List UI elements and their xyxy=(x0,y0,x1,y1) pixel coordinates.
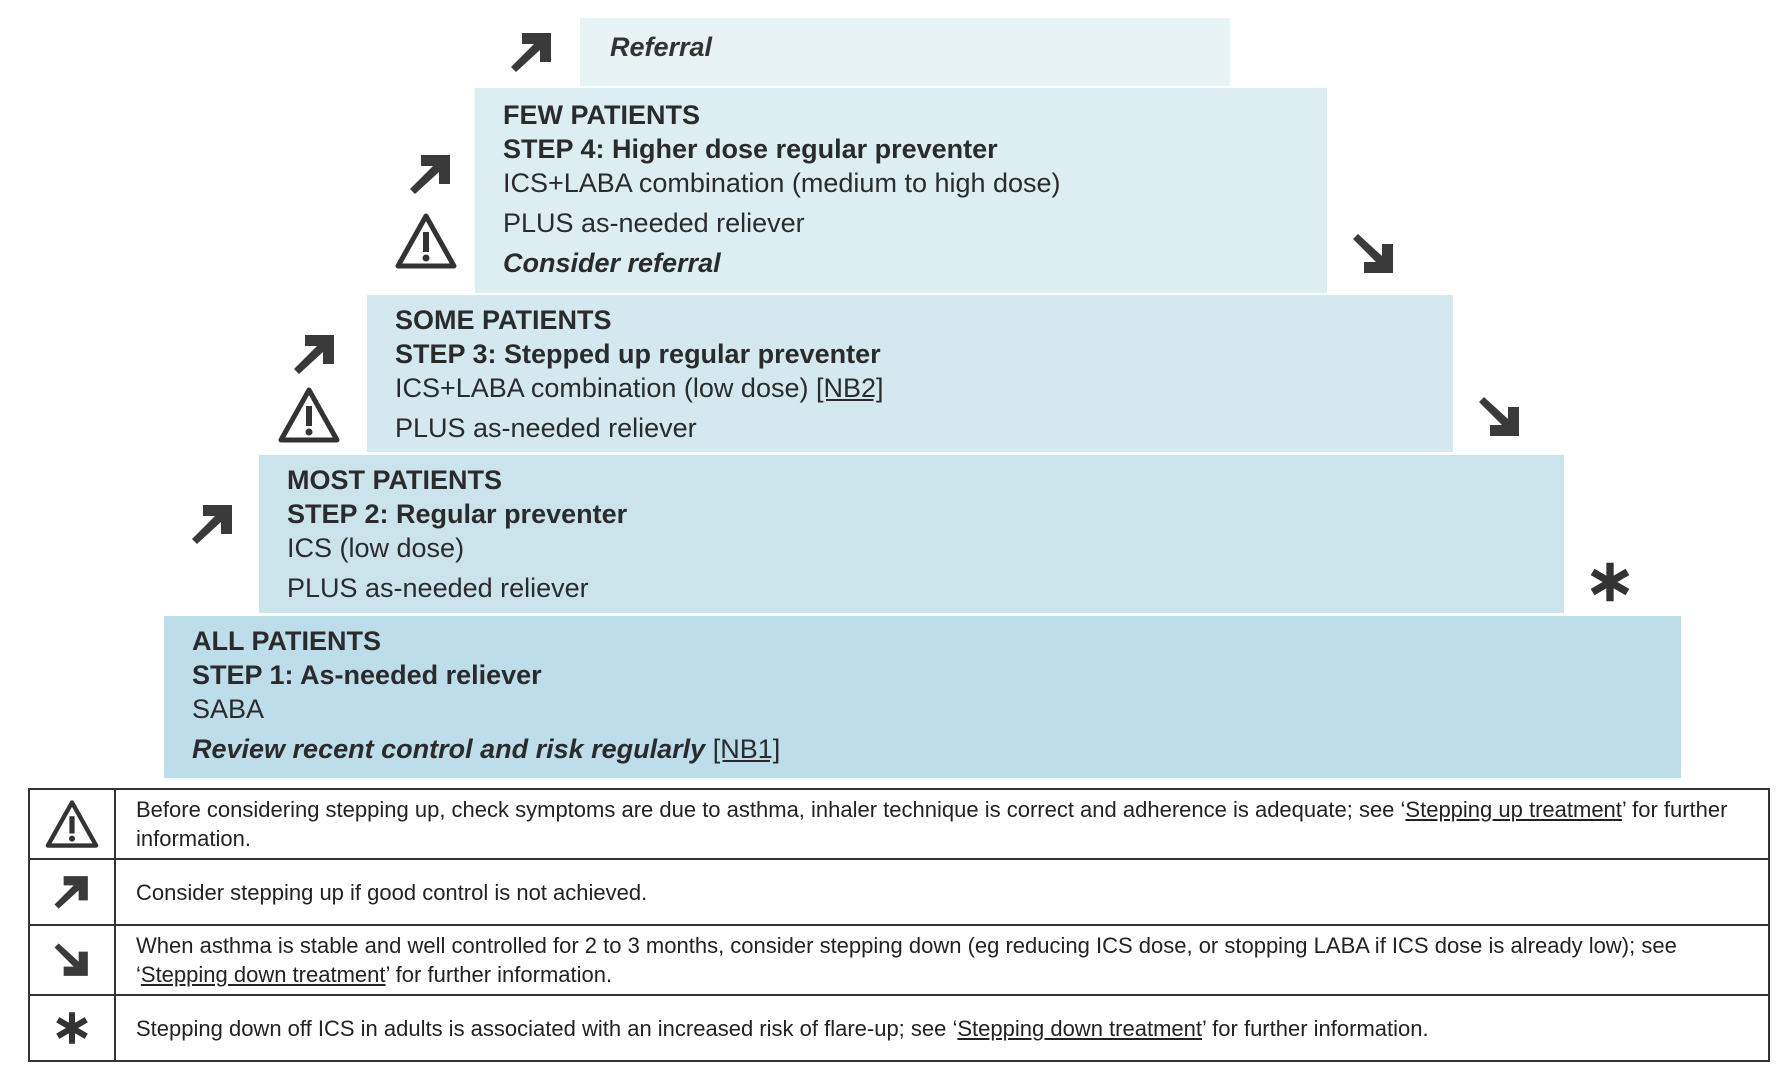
step-1-line-1: SABA xyxy=(192,694,265,724)
legend-text-step-up: Consider stepping up if good control is … xyxy=(114,858,1770,926)
stepping-down-treatment-link[interactable]: Stepping down treatment xyxy=(140,962,386,987)
legend-symbol-cell xyxy=(28,994,116,1062)
arrow-down-right-icon xyxy=(1350,230,1398,278)
stepping-down-treatment-link[interactable]: Stepping down treatment xyxy=(957,1015,1202,1041)
step-4-line-1: ICS+LABA combination (medium to high dos… xyxy=(503,168,1061,198)
arrow-down-right-icon xyxy=(52,940,92,980)
step-3-block: SOME PATIENTS STEP 3: Stepped up regular… xyxy=(367,295,1453,452)
legend-symbol-cell xyxy=(28,788,116,860)
legend-asterisk-before: Stepping down off ICS in adults is assoc… xyxy=(136,1015,958,1041)
warning-triangle-icon xyxy=(277,386,341,444)
nb2-link[interactable]: [NB2] xyxy=(815,373,884,403)
arrow-up-right-icon xyxy=(189,500,237,548)
legend-step-down-before: When asthma is stable and well controlle… xyxy=(136,933,1677,987)
step-1-block: ALL PATIENTS STEP 1: As-needed reliever … xyxy=(164,616,1681,778)
step-3-line-1: ICS+LABA combination (low dose) [NB2] xyxy=(395,371,1433,405)
step-2-title: STEP 2: Regular preventer xyxy=(287,499,628,529)
asterisk-icon xyxy=(1588,560,1632,604)
warning-triangle-icon xyxy=(44,799,100,849)
step-2-block: MOST PATIENTS STEP 2: Regular preventer … xyxy=(259,455,1564,613)
step-1-note: Review recent control and risk regularly… xyxy=(192,732,1661,766)
referral-label: Referral xyxy=(610,32,713,62)
step-4-audience: FEW PATIENTS xyxy=(503,100,700,130)
asterisk-icon xyxy=(54,1010,90,1046)
step-1-audience: ALL PATIENTS xyxy=(192,626,381,656)
step-3-audience: SOME PATIENTS xyxy=(395,305,612,335)
nb1-link[interactable]: [NB1] xyxy=(712,734,781,764)
step-2-line-2: PLUS as-needed reliever xyxy=(287,573,589,603)
step-4-note: Consider referral xyxy=(503,248,721,278)
legend-text-warning: Before considering stepping up, check sy… xyxy=(114,788,1770,860)
stepping-up-treatment-link[interactable]: Stepping up treatment xyxy=(1405,797,1622,822)
legend-symbol-cell xyxy=(28,858,116,926)
step-3-title: STEP 3: Stepped up regular preventer xyxy=(395,339,881,369)
step-4-block: FEW PATIENTS STEP 4: Higher dose regular… xyxy=(475,88,1327,293)
arrow-down-right-icon xyxy=(1476,393,1524,441)
legend-symbol-cell xyxy=(28,924,116,996)
legend-row-warning: Before considering stepping up, check sy… xyxy=(28,788,1770,860)
referral-block: Referral xyxy=(580,18,1230,86)
step-3-line-1-text: ICS+LABA combination (low dose) xyxy=(395,373,809,403)
step-3-line-2: PLUS as-needed reliever xyxy=(395,413,697,443)
legend-row-step-down: When asthma is stable and well controlle… xyxy=(28,924,1770,996)
legend-table: Before considering stepping up, check sy… xyxy=(28,788,1770,1062)
arrow-up-right-icon xyxy=(291,330,339,378)
step-4-title: STEP 4: Higher dose regular preventer xyxy=(503,134,998,164)
legend-text-asterisk: Stepping down off ICS in adults is assoc… xyxy=(114,994,1770,1062)
legend-step-down-after: ’ for further information. xyxy=(385,962,613,987)
legend-warning-after: ’ for further information. xyxy=(136,797,1728,851)
arrow-up-right-icon xyxy=(508,28,556,76)
step-2-line-1: ICS (low dose) xyxy=(287,533,465,563)
step-1-title: STEP 1: As-needed reliever xyxy=(192,660,542,690)
step-4-line-2: PLUS as-needed reliever xyxy=(503,208,805,238)
step-2-audience: MOST PATIENTS xyxy=(287,465,502,495)
step-1-note-text: Review recent control and risk regularly xyxy=(192,734,706,764)
legend-row-asterisk: Stepping down off ICS in adults is assoc… xyxy=(28,994,1770,1062)
arrow-up-right-icon xyxy=(407,150,455,198)
arrow-up-right-icon xyxy=(52,872,92,912)
legend-warning-before: Before considering stepping up, check sy… xyxy=(136,797,1406,822)
legend-text-step-down: When asthma is stable and well controlle… xyxy=(114,924,1770,996)
legend-row-step-up: Consider stepping up if good control is … xyxy=(28,858,1770,926)
legend-asterisk-after: ’ for further information. xyxy=(1201,1015,1429,1041)
warning-triangle-icon xyxy=(394,212,458,270)
